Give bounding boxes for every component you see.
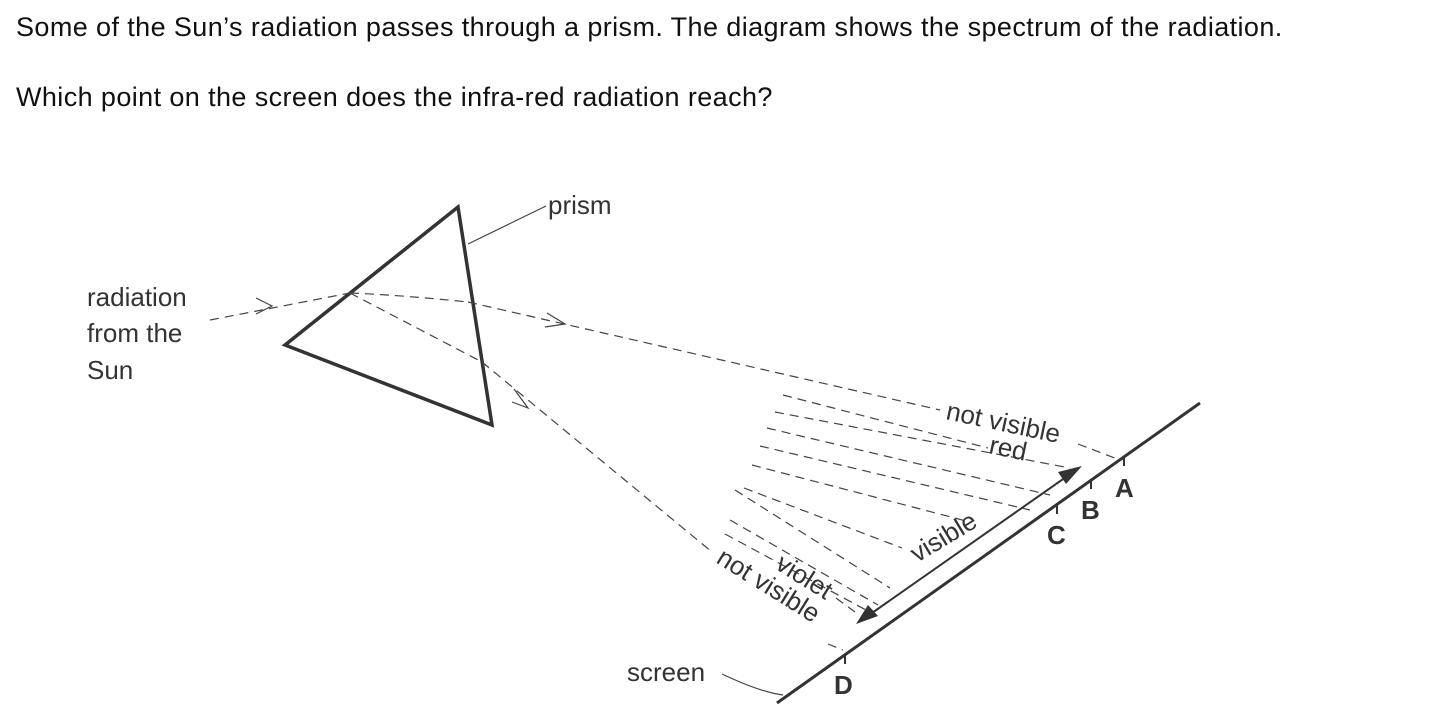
question-text: Some of the Sun’s radiation passes throu… bbox=[16, 10, 1416, 115]
spectrum-ray-8 bbox=[729, 519, 879, 606]
question-prompt: Which point on the screen does the infra… bbox=[16, 82, 773, 112]
outgoing-ray-top-arrowhead bbox=[544, 312, 567, 328]
point-c-label: C bbox=[1047, 520, 1066, 550]
source-label: radiation from the Sun bbox=[87, 282, 194, 385]
incoming-ray-arrowhead bbox=[255, 297, 274, 315]
prism-triangle bbox=[281, 203, 495, 428]
screen-line bbox=[776, 401, 1201, 705]
prism-label: prism bbox=[548, 190, 612, 220]
point-d-label: D bbox=[834, 670, 853, 700]
outgoing-ray-bottom-end bbox=[827, 643, 844, 651]
point-a-label: A bbox=[1115, 473, 1134, 503]
spectrum-ray-6 bbox=[743, 487, 903, 549]
spectrum-ray-1 bbox=[782, 394, 989, 449]
spectrum-ray-7 bbox=[734, 489, 891, 589]
source-label-line2: from the bbox=[87, 318, 182, 348]
visible-range-arrowhead-bottom bbox=[856, 605, 878, 624]
visible-range-line bbox=[861, 469, 1077, 621]
spectrum-ray-2 bbox=[774, 411, 1071, 469]
spectrum-ray-4 bbox=[759, 445, 1031, 511]
outgoing-ray-bottom-arrowhead bbox=[511, 388, 530, 410]
red-label: red bbox=[987, 430, 1030, 467]
spectrum-ray-3 bbox=[766, 427, 1051, 496]
spectrum-ray-5 bbox=[751, 464, 971, 523]
outgoing-ray-top-end bbox=[1077, 443, 1121, 461]
source-label-line3: Sun bbox=[87, 355, 133, 385]
spectrum-ray-9 bbox=[724, 533, 867, 611]
internal-ray-top bbox=[349, 292, 469, 303]
spectrum-ray-violet bbox=[835, 597, 856, 613]
outgoing-ray-bottom bbox=[481, 361, 713, 553]
screen-label: screen bbox=[627, 657, 705, 687]
incoming-ray bbox=[209, 292, 351, 321]
source-label-line1: radiation bbox=[87, 282, 187, 312]
point-b-label: B bbox=[1081, 495, 1100, 525]
outgoing-ray-top bbox=[467, 301, 941, 411]
question-intro: Some of the Sun’s radiation passes throu… bbox=[16, 12, 1283, 42]
prism-leader-line bbox=[467, 205, 547, 245]
screen-leader-line bbox=[721, 673, 784, 696]
visible-range-arrowhead-top bbox=[1058, 466, 1082, 484]
internal-ray-bottom bbox=[349, 292, 483, 363]
